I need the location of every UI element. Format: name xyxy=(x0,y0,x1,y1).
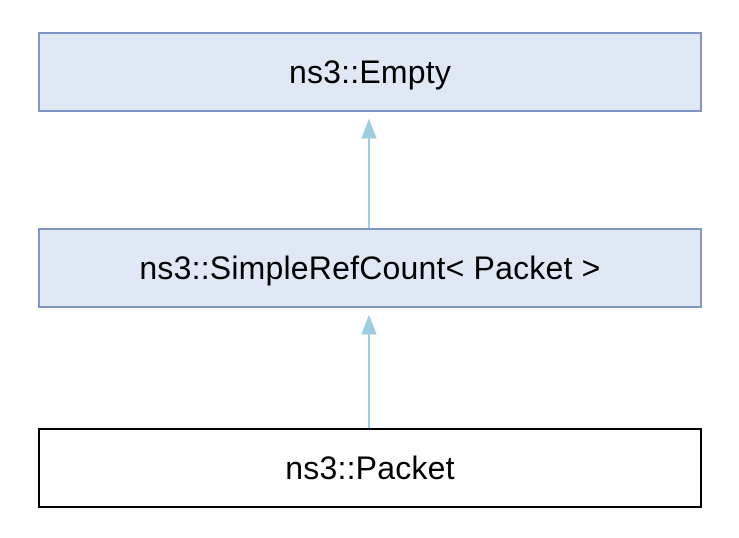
class-node-packet: ns3::Packet xyxy=(38,428,702,508)
arrowhead-empty xyxy=(361,118,377,139)
class-node-label: ns3::SimpleRefCount< Packet > xyxy=(139,249,601,286)
class-node-label: ns3::Packet xyxy=(285,449,455,486)
arrowhead-simplerefcount xyxy=(361,314,377,335)
class-node-simplerefcount[interactable]: ns3::SimpleRefCount< Packet > xyxy=(38,228,702,308)
class-node-label: ns3::Empty xyxy=(288,53,452,90)
class-node-empty[interactable]: ns3::Empty xyxy=(38,32,702,112)
